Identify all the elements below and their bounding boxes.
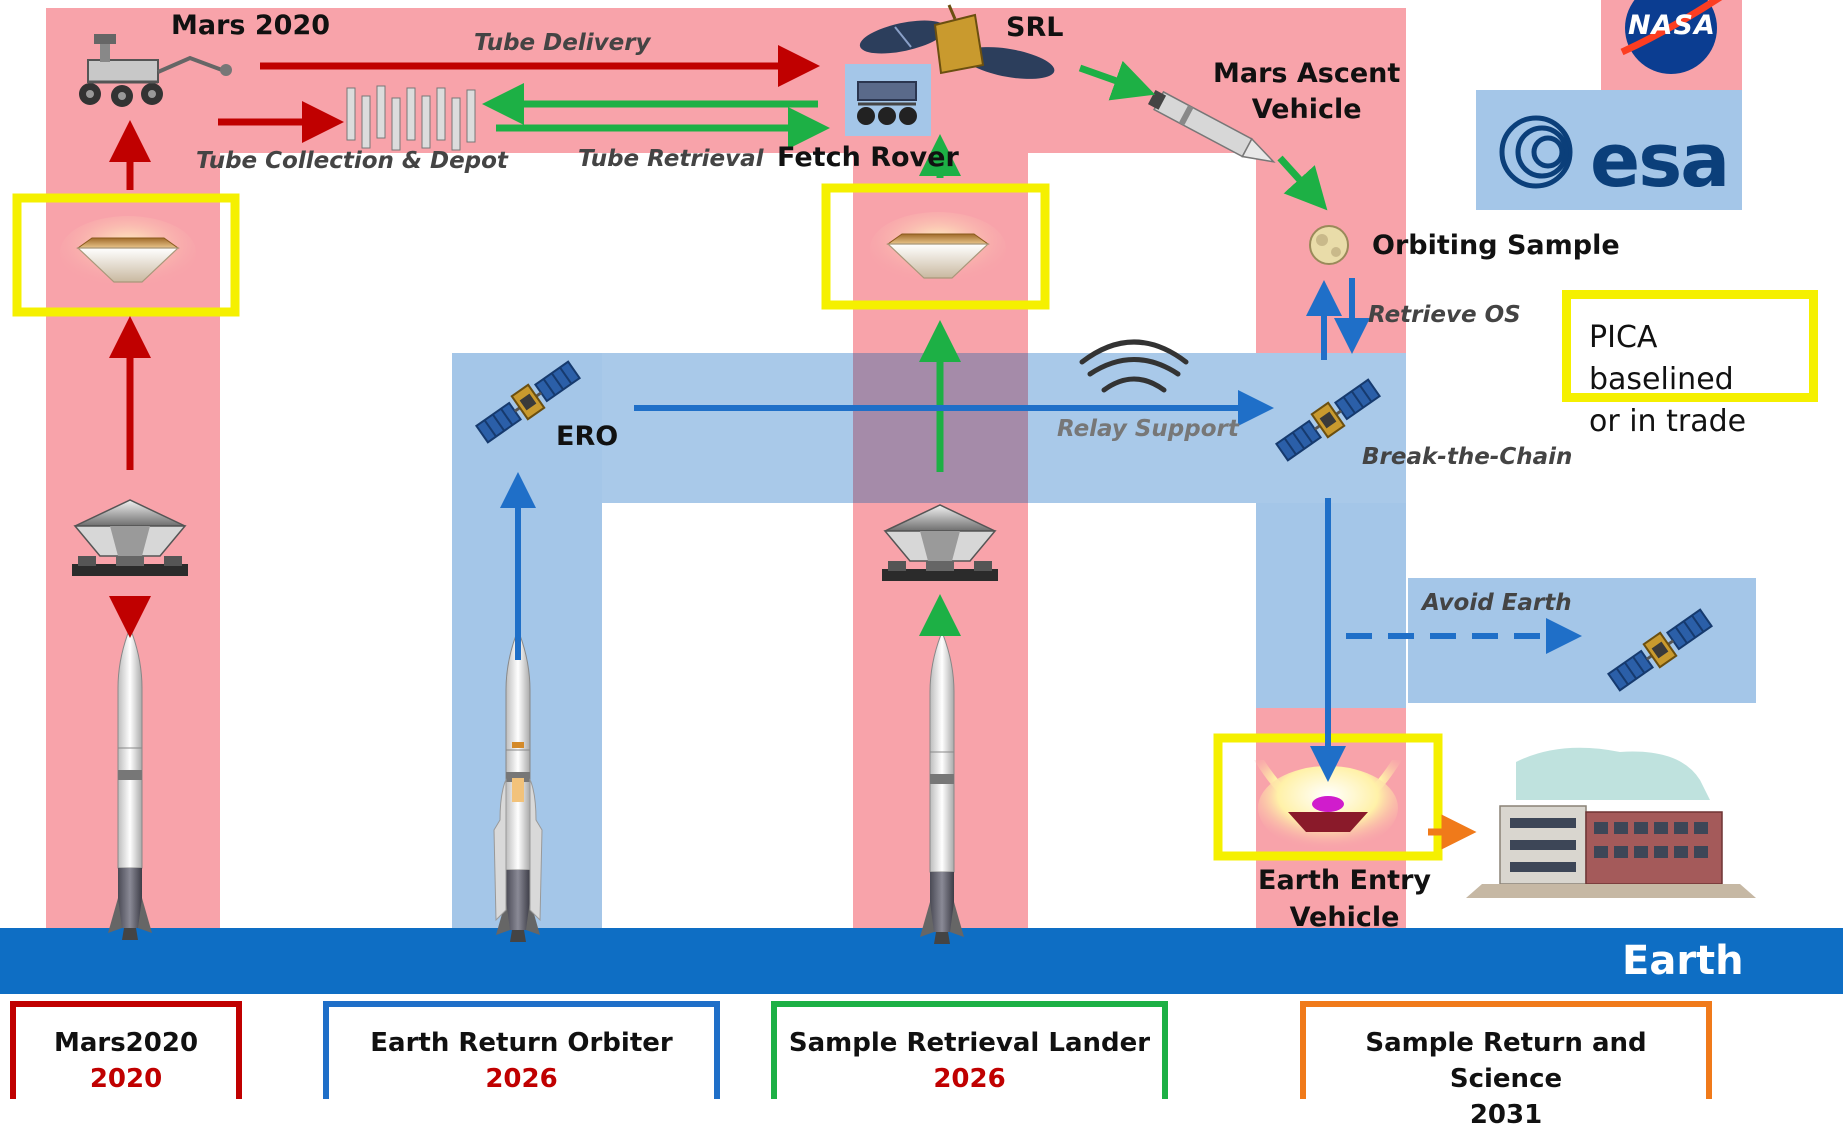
- tube-delivery-label: Tube Delivery: [474, 32, 651, 55]
- aeroshell-icon: [870, 212, 1006, 284]
- earth-label: Earth: [1622, 938, 1744, 984]
- retrieve-os-label: Retrieve OS: [1368, 304, 1521, 327]
- nasa-logo-text: NASA: [1628, 10, 1716, 41]
- orbiting-sample-label: Orbiting Sample: [1372, 232, 1620, 259]
- fetch-rover-icon: [845, 64, 931, 136]
- legend-mars2020-name: Mars2020: [54, 1028, 198, 1058]
- legend-ero: Earth Return Orbiter 2026: [323, 1001, 720, 1099]
- science-facility-icon: [1466, 748, 1756, 898]
- aeroshell-icon: [60, 216, 196, 288]
- esa-logo-text: esa: [1590, 118, 1728, 204]
- ero-label: ERO: [556, 423, 618, 450]
- pica-note-line1: PICA baselined: [1589, 317, 1809, 401]
- legend-sample-return-year: 2031: [1306, 1097, 1706, 1133]
- break-the-chain-label: Break-the-Chain: [1362, 446, 1572, 469]
- pica-note-line2: or in trade: [1589, 401, 1809, 443]
- mav-label: Mars Ascent Vehicle: [1213, 56, 1400, 128]
- legend-srl-year: 2026: [777, 1061, 1162, 1097]
- legend-sample-return: Sample Return and Science 2031: [1300, 1001, 1712, 1099]
- mars-sample-return-diagram: Mars 2020 SRL Mars Ascent Vehicle Fetch …: [0, 0, 1843, 1099]
- earth-bar: [0, 928, 1843, 994]
- legend-mars2020: Mars2020 2020: [10, 1001, 242, 1099]
- pica-legend-note: PICA baselined or in trade: [1562, 290, 1818, 402]
- mars2020-label: Mars 2020: [171, 12, 330, 39]
- mav-label-line2: Vehicle: [1213, 92, 1400, 128]
- legend-sample-return-name: Sample Return and Science: [1365, 1028, 1646, 1094]
- tube-collection-label: Tube Collection & Depot: [196, 150, 508, 173]
- relay-support-label: Relay Support: [1057, 418, 1239, 441]
- eev-label: Earth Entry Vehicle: [1258, 862, 1431, 936]
- legend-ero-year: 2026: [329, 1061, 714, 1097]
- avoid-earth-label: Avoid Earth: [1422, 592, 1572, 615]
- legend-mars2020-year: 2020: [16, 1061, 236, 1097]
- legend-ero-name: Earth Return Orbiter: [370, 1028, 672, 1058]
- tube-retrieval-label: Tube Retrieval: [578, 148, 764, 171]
- mav-label-line1: Mars Ascent: [1213, 56, 1400, 92]
- eev-label-line2: Vehicle: [1258, 899, 1431, 936]
- legend-srl: Sample Retrieval Lander 2026: [771, 1001, 1168, 1099]
- fetch-rover-label: Fetch Rover: [777, 144, 959, 171]
- srl-label: SRL: [1006, 14, 1063, 41]
- eev-label-line1: Earth Entry: [1258, 862, 1431, 899]
- orbiting-sample-icon: [1310, 226, 1348, 264]
- legend-srl-name: Sample Retrieval Lander: [789, 1028, 1150, 1058]
